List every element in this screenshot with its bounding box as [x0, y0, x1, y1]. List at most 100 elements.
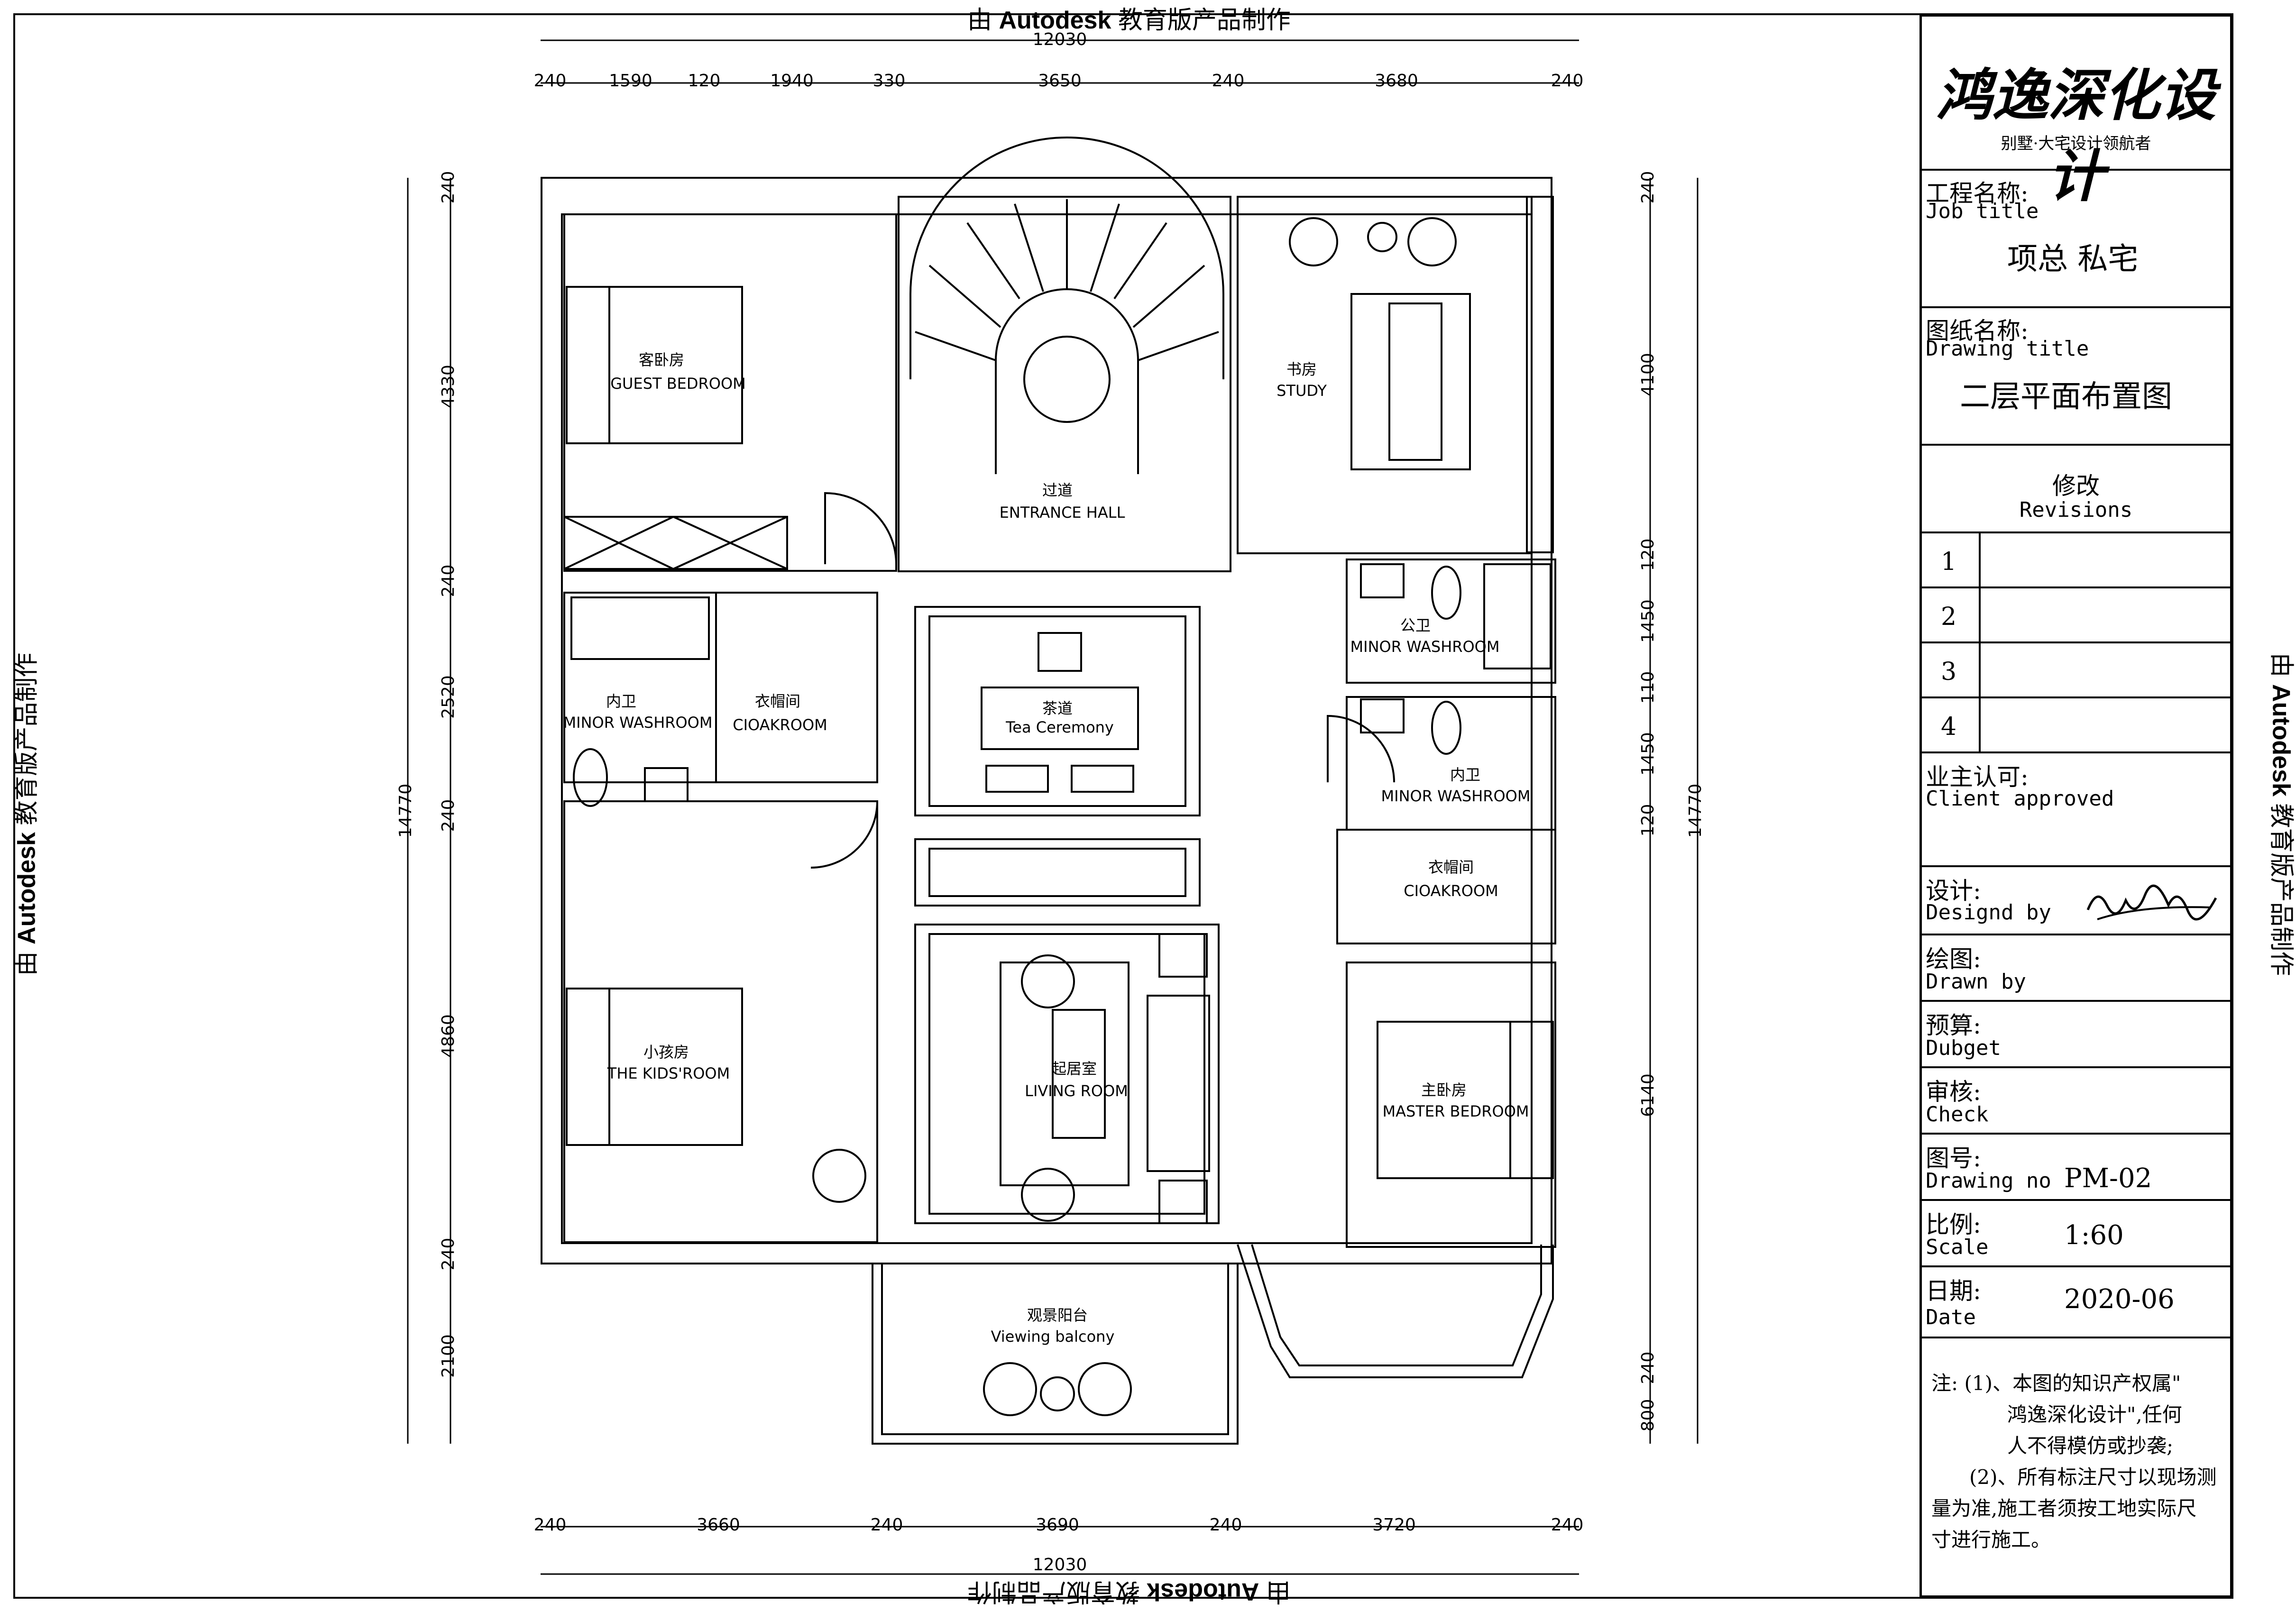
dim-bottom-total: 12030: [1033, 1555, 1087, 1575]
guest-bedroom-outline: [563, 213, 897, 572]
note-line: 量为准,施工者须按工地实际尺: [1931, 1497, 2197, 1520]
scale-label: 比例:: [1926, 1211, 1981, 1238]
cloakroom-right-en: CIOAKROOM: [1404, 882, 1498, 900]
note-line: 寸进行施工。: [1931, 1528, 2051, 1551]
guest-wardrobe: [563, 516, 788, 570]
study-en: STUDY: [1277, 382, 1327, 400]
dim-left-5: 4860: [439, 1014, 458, 1058]
drawn-by-label: 绘图:: [1926, 945, 1981, 973]
dim-left-4: 240: [439, 799, 458, 832]
left-bathtub: [570, 596, 710, 660]
revision-row: 2: [1922, 588, 2230, 643]
dim-top-7: 3680: [1375, 71, 1418, 91]
minor-washroom-left-en: MINOR WASHROOM: [563, 714, 713, 732]
dim-bottom-4: 240: [1210, 1515, 1242, 1535]
designed-by-cell: 设计: Designd by: [1922, 867, 2230, 935]
study-rug: [1350, 293, 1471, 470]
note-line: (2)、所有标注尺寸以现场测: [1969, 1465, 2217, 1489]
guest-bedroom-zh: 客卧房: [639, 351, 684, 369]
revision-number: 4: [1941, 713, 1957, 741]
dim-right-6: 120: [1638, 804, 1658, 837]
dim-right-9: 800: [1638, 1399, 1658, 1432]
dim-top-total: 12030: [1033, 30, 1087, 49]
tea-en: Tea Ceremony: [1005, 718, 1114, 736]
balcony-chair-right: [1078, 1362, 1132, 1416]
guest-bedroom-en: GUEST BEDROOM: [610, 375, 746, 393]
budget-cell: 预算: Dubget: [1922, 1002, 2230, 1068]
drawing-title-value: 二层平面布置图: [1960, 379, 2172, 414]
budget-label: 预算:: [1926, 1012, 1981, 1039]
dim-bottom-5: 3720: [1372, 1515, 1416, 1535]
check-cell: 审核: Check: [1922, 1068, 2230, 1135]
dim-right-8: 240: [1638, 1352, 1658, 1384]
study-outline: [1237, 196, 1533, 554]
job-title-value: 项总 私宅: [2007, 242, 2139, 277]
revisions-label-en: Revisions: [2019, 498, 2133, 522]
right-cloak-outline: [1336, 829, 1556, 944]
watermark-left: 由 Autodesk 教育版产品制作: [13, 652, 41, 976]
master-bedroom-outline: [1346, 962, 1556, 1248]
door-kids: [810, 800, 879, 869]
client-approved-label-en: Client approved: [1926, 787, 2114, 811]
balcony-zh: 观景阳台: [1027, 1306, 1088, 1324]
dim-left-0: 240: [439, 171, 458, 204]
inner-wall: [561, 213, 1533, 1244]
revision-row: 3: [1922, 643, 2230, 698]
dim-right-2: 120: [1638, 539, 1658, 571]
dim-top-8: 240: [1551, 71, 1584, 91]
public-shower: [1483, 563, 1552, 669]
dim-right-3: 1450: [1638, 599, 1658, 643]
left-dimensions: 240 4330 240 2520 240 4860 240 2100 1477…: [396, 171, 458, 1378]
dim-right-4: 110: [1638, 671, 1658, 704]
revision-row: 1: [1922, 533, 2230, 588]
public-wc-zh: 公卫: [1400, 616, 1431, 634]
study-bookcase: [1526, 196, 1554, 553]
dim-right-7: 6140: [1638, 1073, 1658, 1117]
designed-by-label: 设计:: [1926, 877, 1981, 905]
revision-number: 1: [1941, 548, 1957, 576]
right-washroom-outline: [1346, 696, 1556, 831]
dim-left-3: 2520: [439, 675, 458, 719]
living-zh: 起居室: [1051, 1060, 1097, 1078]
tea-room-outline: [914, 606, 1201, 816]
note-line: 人不得模仿或抄袭;: [2007, 1434, 2174, 1457]
company-slogan: 别墅·大宅设计领航者: [2001, 134, 2151, 153]
check-label-en: Check: [1926, 1102, 1989, 1127]
dim-bottom-0: 240: [534, 1515, 567, 1535]
bottom-dimensions: 240 3660 240 3690 240 3720 240 12030: [534, 1515, 1584, 1575]
dim-top-2: 120: [688, 71, 721, 91]
note-line: 鸿逸深化设计",任何: [2007, 1403, 2182, 1426]
scale-value: 1:60: [2064, 1220, 2124, 1251]
study-chair-right: [1407, 217, 1457, 266]
job-title-label: 工程名称:: [1926, 180, 2029, 207]
drawing-title-cell: 图纸名称: Drawing title 二层平面布置图: [1922, 308, 2230, 446]
date-label: 日期:: [1926, 1277, 1981, 1305]
watermark-bottom: 由 Autodesk 教育版产品制作: [967, 1578, 1291, 1605]
study-desk: [1388, 302, 1442, 461]
living-en: LIVING ROOM: [1025, 1082, 1128, 1100]
dim-bottom-3: 3690: [1036, 1515, 1079, 1535]
job-title-label-en: Job title: [1926, 199, 2039, 223]
outer-wall: [541, 177, 1552, 1264]
entrance-hall-en: ENTRANCE HALL: [1000, 504, 1125, 522]
drawn-by-cell: 绘图: Drawn by: [1922, 935, 2230, 1002]
dim-left-6: 240: [439, 1238, 458, 1271]
designer-signature: [2086, 884, 2217, 921]
company-logo: 鸿逸深化设计: [1936, 62, 2216, 209]
drawing-no-cell: 图号: Drawing no PM-02: [1922, 1135, 2230, 1201]
dim-top-6: 240: [1212, 71, 1245, 91]
public-basin: [1360, 563, 1405, 598]
drawing-title-label: 图纸名称:: [1926, 317, 2029, 345]
kids-room-outline: [563, 800, 878, 1243]
logo-cell: 鸿逸深化设计 别墅·大宅设计领航者: [1922, 17, 2230, 209]
staircase-outline: [898, 196, 1231, 572]
dim-bottom-2: 240: [871, 1515, 903, 1535]
study-chair-left: [1289, 217, 1338, 266]
left-washroom-outline: [563, 592, 878, 783]
dim-right-total: 14770: [1686, 784, 1705, 838]
note-line: 注: (1)、本图的知识产权属": [1931, 1372, 2181, 1395]
sheet-border: [13, 13, 2233, 1599]
dim-top-4: 330: [873, 71, 906, 91]
balcony-chair-left: [983, 1362, 1037, 1416]
balcony-outline: [872, 1264, 1239, 1445]
